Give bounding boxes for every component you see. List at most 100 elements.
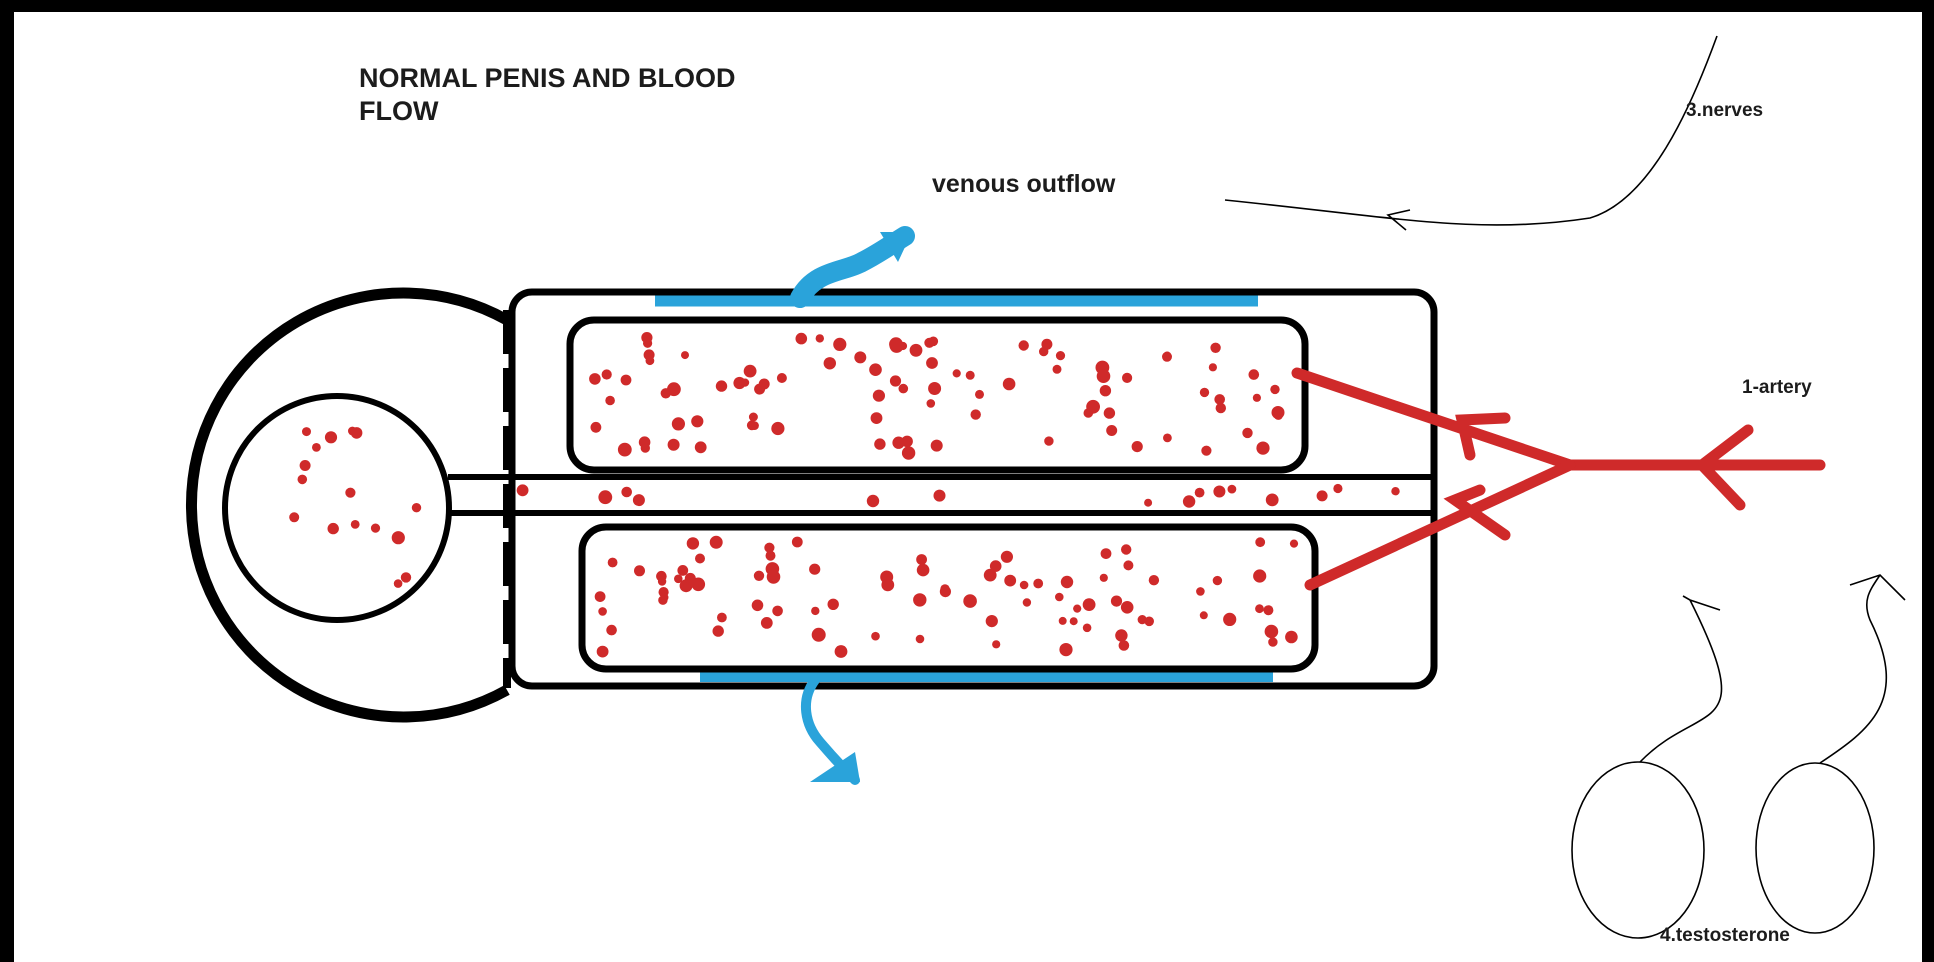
blood-cell-dot (824, 357, 836, 369)
blood-cell-dot (289, 512, 299, 522)
blood-cell-dot (1391, 487, 1399, 495)
blood-cell-dot (298, 475, 308, 485)
blood-cell-dot (899, 384, 909, 394)
blood-cell-dot (351, 520, 360, 529)
blood-cell-dot (1253, 394, 1261, 402)
canvas-background (14, 12, 1922, 962)
blood-cell-dot (874, 438, 885, 449)
blood-cell-dot (881, 579, 894, 592)
blood-cell-dot (1242, 428, 1252, 438)
blood-cell-dot (927, 399, 936, 408)
blood-cell-dot (1195, 488, 1205, 498)
blood-cell-dot (1115, 629, 1127, 641)
blood-cell-dot (325, 431, 337, 443)
blood-cell-dot (1270, 385, 1279, 394)
diagram-title: NORMAL PENIS AND BLOOD FLOW (359, 62, 779, 128)
blood-cell-dot (890, 375, 901, 386)
blood-cell-dot (394, 579, 403, 588)
blood-cell-dot (1266, 494, 1279, 507)
blood-cell-dot (1162, 352, 1172, 362)
blood-cell-dot (809, 564, 820, 575)
blood-cell-dot (971, 409, 981, 419)
blood-cell-dot (605, 396, 615, 406)
blood-cell-dot (812, 628, 826, 642)
blood-cell-dot (606, 625, 617, 636)
blood-cell-dot (589, 373, 601, 385)
blood-cell-dot (691, 415, 703, 427)
blood-cell-dot (695, 441, 707, 453)
blood-cell-dot (1039, 347, 1048, 356)
blood-cell-dot (660, 593, 668, 601)
blood-cell-dot (771, 422, 784, 435)
blood-cell-dot (328, 523, 339, 534)
blood-cell-dot (889, 337, 903, 351)
blood-cell-dot (412, 503, 421, 512)
blood-cell-dot (767, 570, 781, 584)
blood-cell-dot (668, 439, 680, 451)
blood-cell-dot (934, 490, 946, 502)
blood-cell-dot (1044, 436, 1053, 445)
blood-cell-dot (621, 375, 632, 386)
blood-cell-dot (744, 365, 757, 378)
blood-cell-dot (1111, 596, 1122, 607)
blood-cell-dot (1033, 579, 1043, 589)
blood-cell-dot (643, 339, 652, 348)
blood-cell-dot (1274, 411, 1283, 420)
blood-cell-dot (926, 357, 938, 369)
blood-cell-dot (598, 607, 607, 616)
blood-cell-dot (597, 646, 609, 658)
blood-cell-dot (1144, 499, 1152, 507)
blood-cell-dot (766, 551, 776, 561)
blood-cell-dot (1059, 617, 1067, 625)
blood-cell-dot (913, 593, 926, 606)
blood-cell-dot (1086, 400, 1100, 414)
blood-cell-dot (658, 577, 666, 585)
blood-cell-dot (1213, 576, 1222, 585)
blood-cell-dot (1200, 611, 1208, 619)
blood-cell-dot (674, 575, 683, 584)
blood-cell-dot (1056, 351, 1065, 360)
blood-cell-dot (646, 356, 655, 365)
blood-cell-dot (1070, 617, 1078, 625)
blood-cell-dot (621, 487, 632, 498)
blood-cell-dot (1019, 340, 1029, 350)
blood-cell-dot (392, 531, 405, 544)
blood-cell-dot (1223, 613, 1236, 626)
blood-cell-dot (873, 390, 885, 402)
blood-cell-dot (517, 484, 529, 496)
blood-cell-dot (1083, 624, 1092, 633)
blood-cell-dot (1209, 363, 1217, 371)
blood-cell-dot (867, 495, 879, 507)
blood-cell-dot (792, 537, 803, 548)
blood-cell-dot (928, 382, 941, 395)
blood-cell-dot (869, 363, 882, 376)
blood-cell-dot (1265, 625, 1279, 639)
blood-cell-dot (1183, 495, 1195, 507)
blood-cell-dot (633, 494, 645, 506)
blood-cell-dot (717, 613, 727, 623)
blood-cell-dot (910, 344, 923, 357)
blood-cell-dot (1001, 551, 1013, 563)
blood-cell-dot (348, 427, 357, 436)
blood-cell-dot (761, 617, 773, 629)
blood-cell-dot (1100, 574, 1108, 582)
blood-cell-dot (984, 569, 997, 582)
blood-cell-dot (854, 351, 866, 363)
blood-cell-dot (1003, 378, 1016, 391)
blood-cell-dot (1138, 615, 1147, 624)
blood-cell-dot (695, 554, 705, 564)
blood-cell-dot (752, 600, 764, 612)
blood-cell-dot (828, 599, 839, 610)
blood-cell-dot (1290, 540, 1298, 548)
blood-cell-dot (759, 379, 770, 390)
blood-cell-dot (986, 615, 998, 627)
venous-outflow-label: venous outflow (932, 170, 1115, 199)
blood-cell-dot (618, 443, 632, 457)
blood-cell-dot (300, 460, 311, 471)
blood-cell-dot (975, 390, 984, 399)
blood-cell-dot (992, 640, 1000, 648)
blood-cell-dot (595, 591, 606, 602)
blood-cell-dot (1228, 485, 1237, 494)
blood-cell-dot (966, 371, 975, 380)
blood-cell-dot (1106, 425, 1117, 436)
